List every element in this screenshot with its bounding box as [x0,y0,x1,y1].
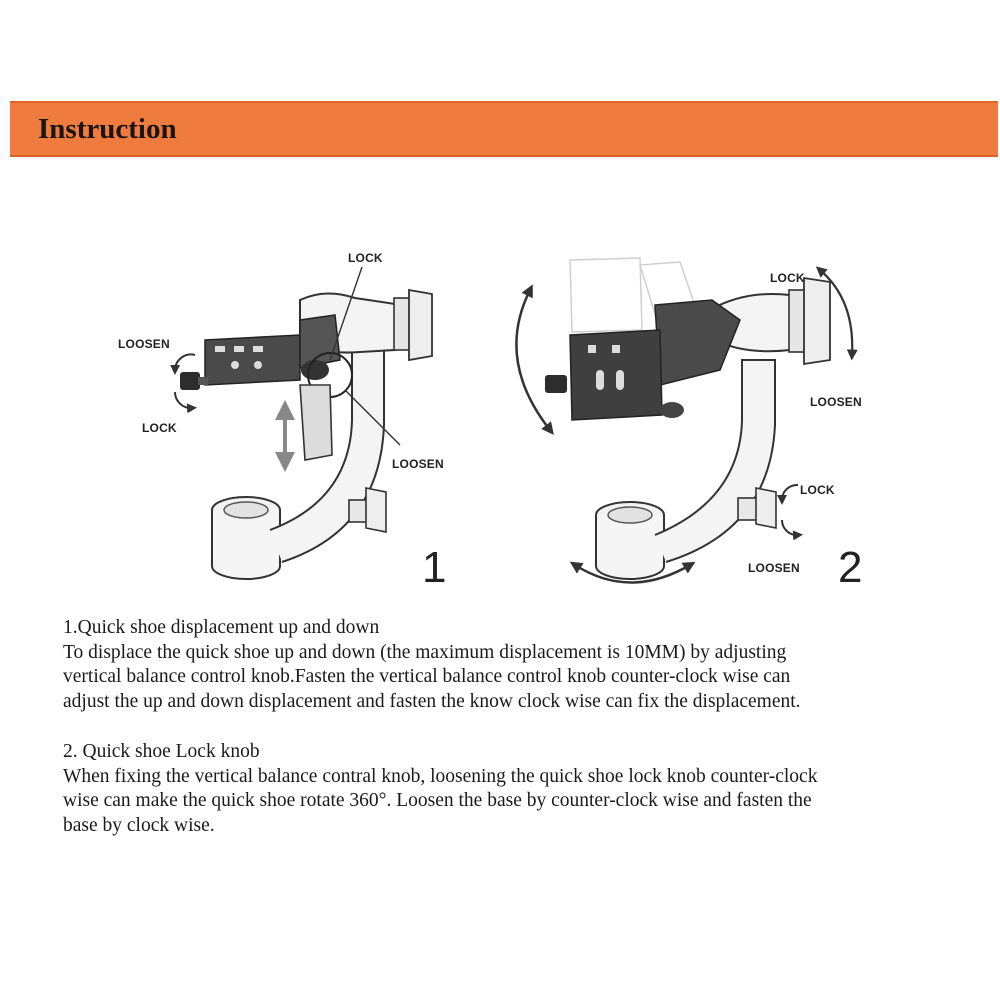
page-title: Instruction [38,113,177,145]
section-line: wise can make the quick shoe rotate 360°… [63,790,812,811]
section-line: vertical balance control knob.Fasten the… [63,666,791,687]
section-line: When fixing the vertical balance contral… [63,765,818,787]
gimbal-head-diagram-2: LOCK LOOSEN LOCK LOOSEN 2 [515,257,862,592]
lock-label: LOCK [770,271,805,285]
lock-label: LOCK [800,483,835,497]
section-lock-knob: 2. Quick shoe Lock knob When fixing the … [63,740,963,838]
loosen-label: LOOSEN [810,395,862,409]
section-title: 2. Quick shoe Lock knob [63,741,260,762]
loosen-label: LOOSEN [748,561,800,575]
lock-label: LOCK [142,421,177,435]
instruction-illustration: LOCK LOOSEN LOCK LOOSEN 1 [0,170,1000,610]
section-line: base by clock wise. [63,814,215,836]
step-number: 1 [422,543,446,592]
section-line: To displace the quick shoe up and down (… [63,641,787,663]
section-displacement: 1.Quick shoe displacement up and down To… [63,616,963,714]
header-banner: Instruction [10,101,998,157]
section-line: adjust the up and down displacement and … [63,690,801,712]
loosen-label: LOOSEN [392,457,444,471]
step-number: 2 [838,543,862,592]
lock-label: LOCK [348,251,383,265]
section-title: 1.Quick shoe displacement up and down [63,617,380,638]
gimbal-head-diagram-1: LOCK LOOSEN LOCK LOOSEN 1 [118,251,446,592]
loosen-label: LOOSEN [118,337,170,351]
